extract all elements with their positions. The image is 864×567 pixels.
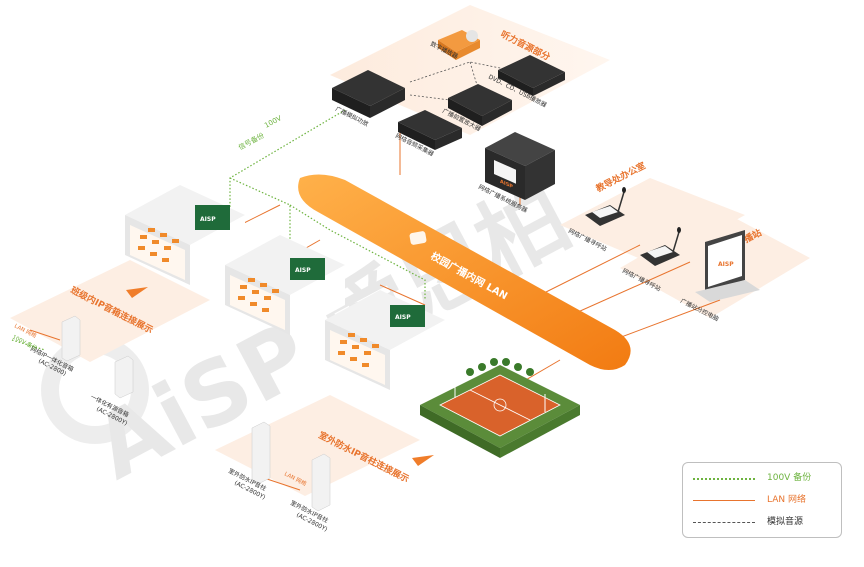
arrow-down-left-icon-2 bbox=[412, 455, 434, 466]
basketball-court bbox=[420, 358, 580, 458]
cd-player-device: 数字播放器 bbox=[429, 30, 480, 60]
arrow-down-left-icon bbox=[126, 287, 148, 298]
legend-swatch-backup bbox=[693, 478, 755, 480]
backup-link-class-2 bbox=[229, 177, 291, 255]
net-encoder-device: 网络音频采集器 bbox=[394, 110, 462, 158]
chalkboard-1 bbox=[195, 205, 230, 230]
backup-link-speaker bbox=[11, 339, 46, 351]
legend-label-analog: 模拟音源 bbox=[767, 517, 804, 527]
legend-swatch-lan bbox=[693, 500, 755, 501]
laptop-logo: AISP bbox=[718, 261, 734, 268]
chalkboard-2 bbox=[290, 258, 325, 280]
disc-icon bbox=[466, 30, 478, 42]
legend-label-lan: LAN 网络 bbox=[767, 495, 806, 505]
legend-item-lan: LAN 网络 bbox=[693, 493, 833, 507]
backup-links bbox=[11, 109, 426, 351]
chalkboard-3 bbox=[390, 305, 425, 327]
legend: 100V 备份 LAN 网络 模拟音源 bbox=[682, 462, 842, 538]
lan-link-class-3 bbox=[379, 284, 426, 306]
lan-link-office-2 bbox=[559, 261, 691, 321]
classroom-1: AISP bbox=[125, 185, 245, 285]
legend-label-backup: 100V 备份 bbox=[767, 473, 812, 483]
microphone-icon-2 bbox=[677, 227, 681, 233]
analog-amplifier-device: 广播模拟功放 bbox=[332, 70, 405, 128]
legend-item-analog: 模拟音源 bbox=[693, 515, 833, 529]
analog-link-1 bbox=[409, 61, 511, 83]
classroom-2: AISP bbox=[225, 235, 345, 335]
backbone-logo-icon bbox=[409, 231, 427, 245]
backup-link-class-3 bbox=[289, 204, 426, 300]
classroom-speaker-panel: 班级内IP音箱连接展示 bbox=[10, 260, 210, 362]
backup-line-label: 100V 信号备份 bbox=[237, 114, 283, 152]
backup-text: 信号备份 bbox=[237, 131, 266, 152]
classroom-3: AISP bbox=[325, 290, 445, 390]
lan-link-speaker bbox=[29, 329, 61, 341]
analog-link-3 bbox=[409, 94, 451, 101]
microphone-icon bbox=[622, 187, 626, 193]
v100-text: 100V bbox=[263, 114, 283, 130]
chalkboard-3-logo: AISP bbox=[395, 314, 411, 321]
server-logo: AISP bbox=[500, 179, 513, 191]
chalkboard-2-logo: AISP bbox=[295, 267, 311, 274]
legend-item-backup: 100V 备份 bbox=[693, 471, 833, 485]
legend-swatch-analog bbox=[693, 522, 755, 523]
lan-link-office bbox=[529, 244, 641, 301]
chalkboard-1-logo: AISP bbox=[200, 216, 216, 223]
